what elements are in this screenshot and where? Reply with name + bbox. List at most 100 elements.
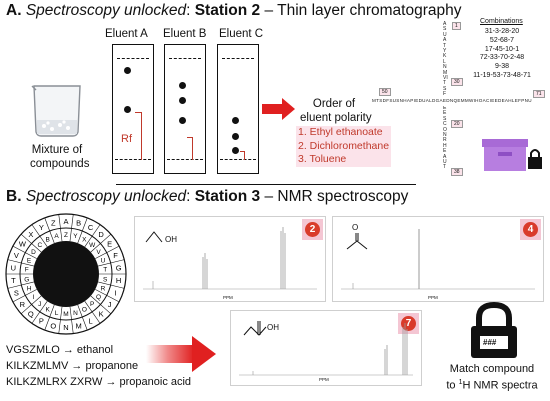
cipher-outer-letter: L (89, 317, 93, 326)
cipher-outer-letter: E (107, 240, 112, 249)
solvent-front (117, 58, 149, 59)
cipher-inner-letter: C (37, 242, 42, 249)
eluent-b-label: Eluent B (163, 28, 207, 40)
cipher-outer-letter: U (11, 263, 16, 272)
tlc-spot (232, 117, 239, 124)
tlc-spot (232, 133, 239, 140)
puzzle-number: 50 (379, 88, 391, 96)
combination: 11-19-53-73-48-71 (473, 71, 531, 79)
cipher-outer-letter: V (14, 251, 19, 260)
ppm-label: PPM (223, 295, 233, 300)
rf-bracket (187, 137, 193, 160)
cipher-outer-letter: I (115, 289, 117, 298)
polarity-item: 2. Dichloromethane (296, 139, 392, 153)
cipher-inner-letter: F (25, 267, 29, 274)
cipher-inner-letter: H (27, 286, 32, 293)
cipher-inner-letter: Y (73, 233, 78, 240)
combination: 52-68-7 (489, 36, 515, 44)
tlc-plate-c (217, 44, 259, 174)
cipher-inner-letter: O (82, 306, 87, 313)
cipher-inner-letter: W (89, 242, 96, 249)
cipher-inner-letter: G (24, 276, 29, 283)
puzzle-number: 20 (451, 120, 463, 128)
cipher-inner-letter: T (103, 267, 107, 274)
nmr-plot (341, 229, 535, 290)
padlock-icon (471, 302, 517, 358)
cipher-outer-letter: A (63, 217, 68, 226)
cipher-outer-letter: K (99, 309, 104, 318)
tlc-spot (179, 117, 186, 124)
cipher-inner-letter: K (45, 306, 50, 313)
cipher-outer-letter: P (39, 317, 44, 326)
nmr-spectrum-4: O 4 PPM (332, 216, 544, 302)
combination: 17-45-10-1 (484, 45, 520, 53)
cipher-outer-letter: W (19, 240, 27, 249)
puzzle-row: MTSDFSUSNHAPIEDUALDGAEDNQEMMWIHOACIEEDEA… (372, 98, 532, 103)
cipher-outer-letter: M (76, 321, 82, 330)
right-arrow-icon (262, 98, 295, 120)
cipher-inner-letter: V (96, 249, 101, 256)
match-instruction: Match compound to 1H NMR spectra (446, 363, 538, 392)
polarity-item: 1. Ethyl ethanoate (296, 126, 392, 140)
order-title: Order of eluent polarity (300, 98, 372, 124)
beaker-icon (31, 85, 81, 137)
ppm-label: PPM (319, 377, 329, 382)
combination: 72-33-70-2-48 (479, 54, 525, 62)
puzzle-number: 1 (452, 22, 461, 30)
tlc-plate-a: Rf (112, 44, 154, 174)
code-line: VGSZMLO → ethanol (6, 344, 114, 356)
cipher-inner-letter: P (90, 301, 94, 308)
lock-code: ### (483, 338, 497, 347)
tlc-plate-b (164, 44, 206, 174)
nmr-spectrum-2: OH 2 PPM (134, 216, 326, 302)
puzzle-number: 38 (451, 168, 463, 176)
cipher-inner-letter: B (45, 237, 49, 244)
cipher-outer-letter: Z (51, 218, 56, 227)
cipher-outer-letter: T (11, 276, 16, 285)
cipher-outer-letter: F (113, 251, 118, 260)
cipher-inner-letter: R (101, 286, 106, 293)
cipher-inner-letter: M (63, 311, 68, 318)
cipher-outer-letter: Y (39, 223, 44, 232)
puzzle-number: 71 (533, 90, 545, 98)
tlc-spot (179, 82, 186, 89)
cipher-inner-letter: I (33, 294, 35, 301)
section-divider (116, 184, 416, 185)
baseline (167, 159, 203, 160)
molecule-structure: OH (145, 227, 185, 247)
tlc-spot (179, 97, 186, 104)
cipher-inner-letter: A (54, 233, 59, 240)
baseline (220, 159, 256, 160)
code-line: KILKZMLRX ZXRW → propanoic acid (6, 376, 192, 388)
tlc-spot (232, 147, 239, 154)
cipher-outer-letter: R (20, 300, 26, 309)
eluent-a-label: Eluent A (105, 28, 148, 40)
cipher-outer-letter: S (14, 289, 19, 298)
baseline (115, 159, 151, 160)
combinations-title: Combinations (480, 18, 523, 25)
cipher-outer-letter: J (108, 300, 112, 309)
molecule-structure: OH (243, 315, 283, 341)
polarity-list: 1. Ethyl ethanoate 2. Dichloromethane 3.… (296, 126, 392, 167)
cipher-outer-letter: O (50, 321, 56, 330)
combinations-list: 31-3-28-20 52-68-7 17-45-10-1 72-33-70-2… (452, 28, 550, 81)
solvent-front (222, 58, 254, 59)
lock-icon (528, 149, 542, 169)
ppm-label: PPM (428, 295, 438, 300)
code-line: KILKZMLMV → propanone (6, 360, 139, 372)
nmr-spectrum-7: OH 7 PPM (230, 310, 422, 386)
combination: 9-38 (494, 63, 509, 71)
puzzle-number: 30 (451, 78, 463, 86)
rf-bracket (135, 112, 142, 160)
cipher-codes: VGSZMLO → ethanol KILKZMLMV → propanone … (6, 342, 191, 390)
cipher-inner-letter: J (38, 301, 41, 308)
cipher-inner-letter: N (73, 310, 78, 317)
cipher-inner-letter: U (101, 257, 106, 264)
cipher-inner-letter: E (27, 257, 32, 264)
cipher-outer-letter: D (98, 230, 104, 239)
puzzle-vertical: ASUATYKLNMVITSF (443, 21, 448, 98)
spectrum-number-badge: 4 (523, 222, 538, 237)
cipher-outer-letter: G (116, 263, 122, 272)
